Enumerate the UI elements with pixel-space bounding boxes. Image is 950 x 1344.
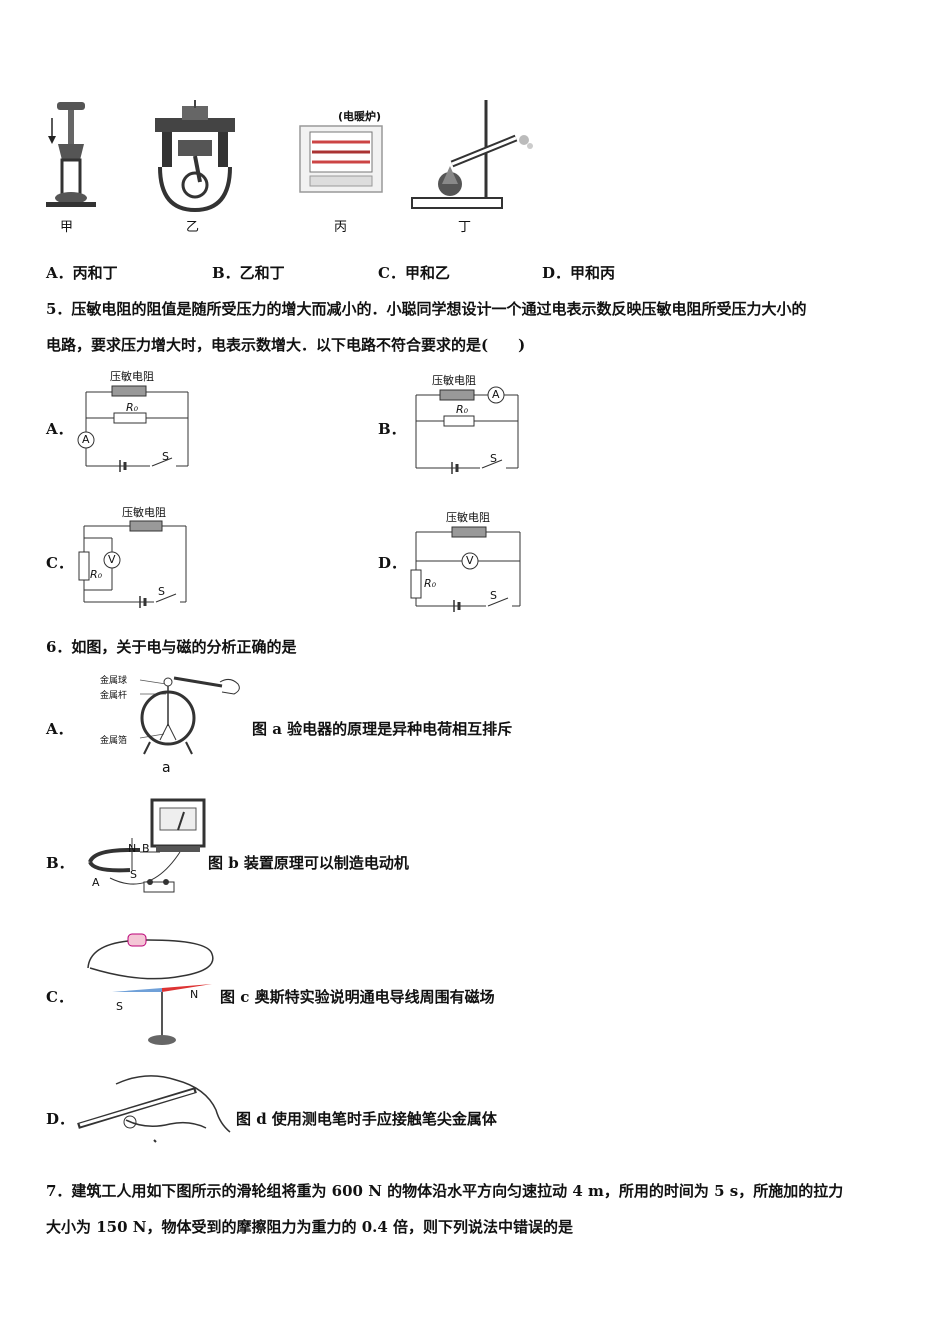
fig-label-bing: 丙 [334, 220, 348, 235]
circuit-b-sensor-label: 压敏电阻 [432, 374, 476, 387]
oersted-label-s: S [116, 1000, 123, 1013]
induction-label-n: N [128, 842, 137, 855]
heater-figure [299, 125, 383, 193]
circuit-b-r0-label: R₀ [456, 403, 469, 416]
pump-figure [46, 102, 96, 207]
q4-option-a[interactable]: A．丙和丁 [46, 264, 118, 282]
q6-option-c-letter[interactable]: C． [46, 988, 73, 1006]
circuit-d-r0-label: R₀ [424, 577, 437, 590]
q5-stem-line1: 5．压敏电阻的阻值是随所受压力的增大而减小的．小聪同学想设计一个通过电表示数反映… [46, 300, 807, 318]
circuit-d-switch-label: S [490, 589, 497, 602]
test-tube-figure [411, 100, 533, 209]
circuit-a-sensor-label: 压敏电阻 [110, 370, 154, 383]
circuit-a-ammeter: A [82, 433, 90, 446]
induction-label-s: S [130, 868, 137, 881]
q6-statement-c: 图 c 奥斯特实验说明通电导线周围有磁场 [220, 988, 495, 1006]
electroscope-rod-label: 金属杆 [100, 691, 128, 701]
circuit-a-r0-label: R₀ [126, 401, 139, 414]
induction-label-b: B [142, 842, 150, 855]
circuit-c-r0-label: R₀ [90, 568, 103, 581]
q5-option-a-letter[interactable]: A． [46, 420, 73, 438]
circuit-a-switch-label: S [162, 450, 169, 463]
fig-label-jia: 甲 [60, 220, 74, 235]
q5-option-c-letter[interactable]: C． [46, 554, 73, 572]
q6-option-d-letter[interactable]: D． [46, 1110, 75, 1128]
q6-statement-b: 图 b 装置原理可以制造电动机 [208, 854, 409, 872]
q5-stem-line2: 电路，要求压力增大时，电表示数增大．以下电路不符合要求的是( ) [46, 336, 526, 354]
circuit-b-ammeter: A [492, 388, 500, 401]
q4-option-d[interactable]: D．甲和丙 [542, 264, 616, 282]
circuit-c-switch-label: S [158, 585, 165, 598]
heater-caption: (电暖炉) [338, 110, 382, 123]
electroscope-foil-label: 金属箔 [100, 736, 128, 746]
electroscope-figure [139, 676, 240, 755]
induction-label-a: A [92, 876, 100, 889]
fig-label-yi: 乙 [186, 220, 200, 235]
circuit-b-switch-label: S [490, 452, 497, 465]
q6-option-b-letter[interactable]: B． [46, 854, 74, 872]
circuit-c-sensor-label: 压敏电阻 [122, 506, 166, 519]
q5-option-b-letter[interactable]: B． [378, 420, 406, 438]
induction-figure [88, 798, 206, 893]
circuit-c-voltmeter: V [108, 553, 116, 566]
test-pen-figure [77, 1075, 231, 1143]
oersted-label-n: N [190, 988, 199, 1001]
q5-option-d-letter[interactable]: D． [378, 554, 407, 572]
electroscope-ball-label: 金属球 [100, 676, 128, 686]
q6-statement-a: 图 a 验电器的原理是异种电荷相互排斥 [252, 720, 513, 738]
q4-option-c[interactable]: C．甲和乙 [378, 264, 450, 282]
q7-stem-line1: 7．建筑工人用如下图所示的滑轮组将重为 600 N 的物体沿水平方向匀速拉动 4… [46, 1182, 844, 1200]
electroscope-caption: a [162, 760, 171, 776]
q4-option-b[interactable]: B．乙和丁 [212, 264, 285, 282]
q6-statement-d: 图 d 使用测电笔时手应接触笔尖金属体 [236, 1110, 497, 1128]
circuit-d-voltmeter: V [466, 554, 474, 567]
q7-stem-line2: 大小为 150 N，物体受到的摩擦阻力为重力的 0.4 倍，则下列说法中错误的是 [46, 1218, 574, 1236]
circuit-d-sensor-label: 压敏电阻 [446, 511, 490, 524]
oersted-figure [87, 933, 214, 1045]
q6-stem: 6．如图，关于电与磁的分析正确的是 [46, 638, 297, 656]
fig-label-ding: 丁 [458, 220, 472, 235]
engine-figure [155, 100, 235, 213]
q6-option-a-letter[interactable]: A． [46, 720, 73, 738]
